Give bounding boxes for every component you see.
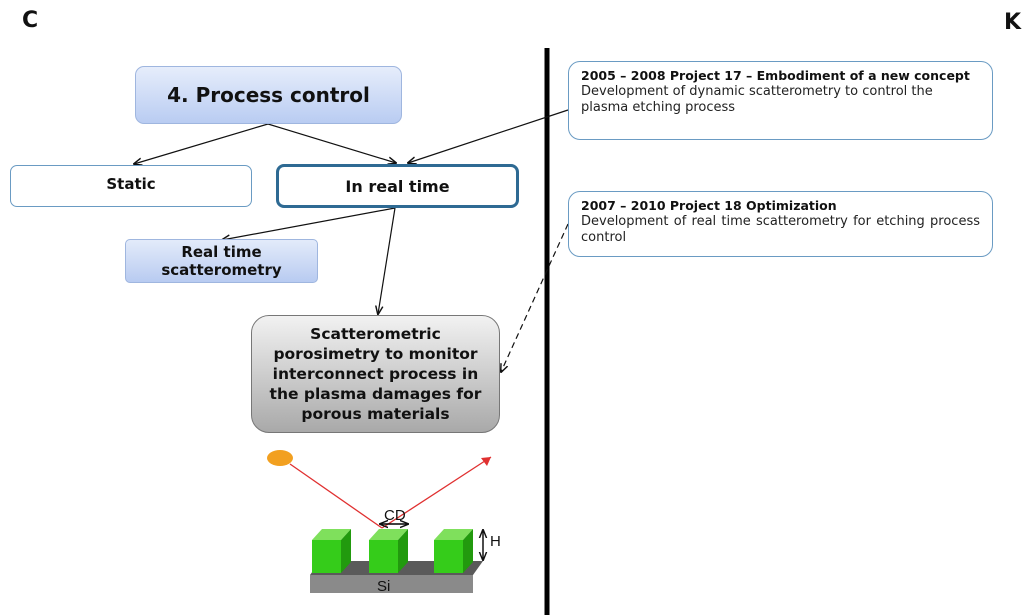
rts-line: Real time xyxy=(181,243,262,261)
project-17-title: 2005 – 2008 Project 17 – Embodiment of a… xyxy=(581,68,970,83)
project-17-description: Development of dynamic scatterometry to … xyxy=(581,84,933,115)
in-real-time-box: In real time xyxy=(276,164,519,208)
arrow-process-to-static xyxy=(134,123,269,164)
h-label: H xyxy=(490,533,501,550)
grating-line xyxy=(434,529,473,573)
arrow-project17-to-realtime xyxy=(408,109,569,163)
grating-line xyxy=(369,529,408,573)
corner-letter-k: K xyxy=(1004,10,1022,35)
project-18-description: Development of real time scatterometry f… xyxy=(581,214,980,245)
process-control-box: 4. Process control xyxy=(135,66,402,124)
porosimetry-line: Scatterometric xyxy=(310,325,441,343)
arrow-realtime-to-porosimetry xyxy=(378,207,396,314)
static-box: Static xyxy=(10,165,252,207)
porosimetry-box: Scatterometric porosimetry to monitor in… xyxy=(251,315,500,433)
light-source xyxy=(267,450,293,466)
scatterometry-illustration xyxy=(267,450,492,593)
real-time-scatterometry-box: Real time scatterometry xyxy=(125,239,318,283)
corner-letter-c: C xyxy=(22,8,39,33)
porosimetry-line: interconnect process in xyxy=(272,365,479,383)
grating-line xyxy=(312,529,351,573)
reflected-beam xyxy=(381,456,492,529)
project-18-title: 2007 – 2010 Project 18 Optimization xyxy=(581,198,837,213)
porosimetry-line: porous materials xyxy=(301,405,450,423)
rts-line: scatterometry xyxy=(161,261,282,279)
dashed-arrow-project18-to-porosimetry xyxy=(501,223,569,372)
arrow-process-to-realtime xyxy=(267,123,396,163)
incident-beam xyxy=(289,463,383,529)
project-18-box: 2007 – 2010 Project 18 Optimization Deve… xyxy=(568,191,993,257)
porosimetry-line: the plasma damages for xyxy=(269,385,482,403)
porosimetry-line: porosimetry to monitor xyxy=(273,345,478,363)
cd-label: CD xyxy=(384,507,406,524)
arrow-realtime-to-rts xyxy=(222,207,396,240)
project-17-box: 2005 – 2008 Project 17 – Embodiment of a… xyxy=(568,61,993,140)
si-label: Si xyxy=(377,578,391,595)
